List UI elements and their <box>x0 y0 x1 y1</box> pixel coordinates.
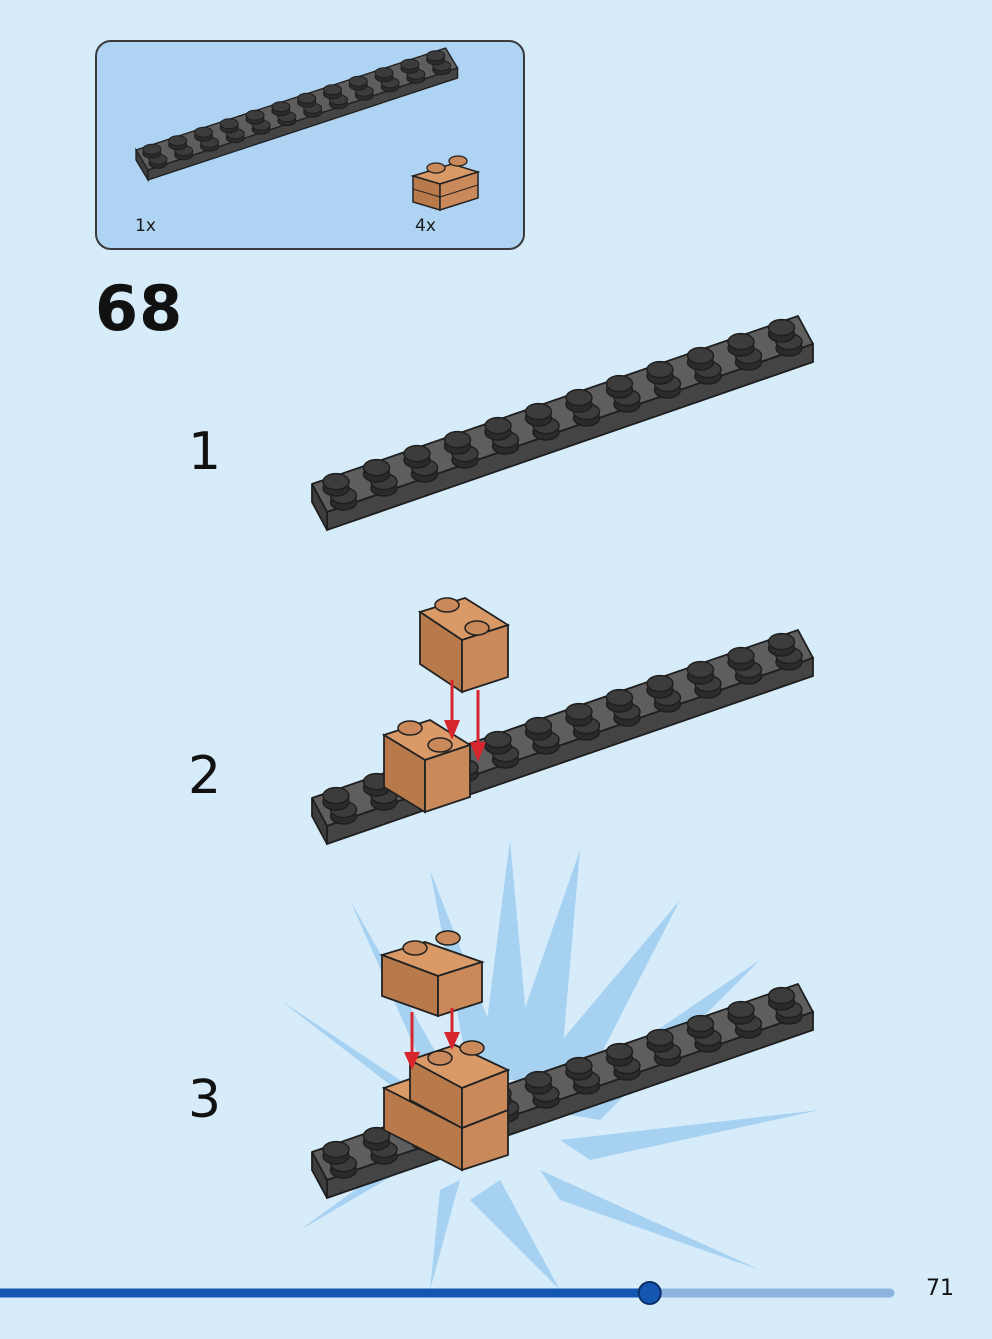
burst-highlight-icon <box>280 840 820 1290</box>
step-number: 68 <box>95 272 184 345</box>
substep-label-3: 3 <box>188 1070 222 1130</box>
step3-new-brick-icon <box>379 930 485 1018</box>
step3-down-arrow-icon <box>404 1008 460 1070</box>
part-plate-icon <box>135 47 459 183</box>
step2-new-brick-icon <box>417 597 511 694</box>
step1-plate-icon <box>311 315 814 532</box>
progress-bar <box>0 1281 895 1305</box>
part-brick-icon <box>410 155 481 212</box>
substep-label-1: 1 <box>188 422 222 482</box>
page-number: 71 <box>926 1276 954 1301</box>
substep-label-2: 2 <box>188 746 222 806</box>
step2-placed-brick-icon <box>381 719 473 814</box>
part-qty-plate: 1x <box>135 216 156 236</box>
step2-down-arrow-icon <box>444 680 486 762</box>
part-qty-brick: 4x <box>415 216 436 236</box>
step3-stacked-bricks-icon <box>381 1040 511 1172</box>
